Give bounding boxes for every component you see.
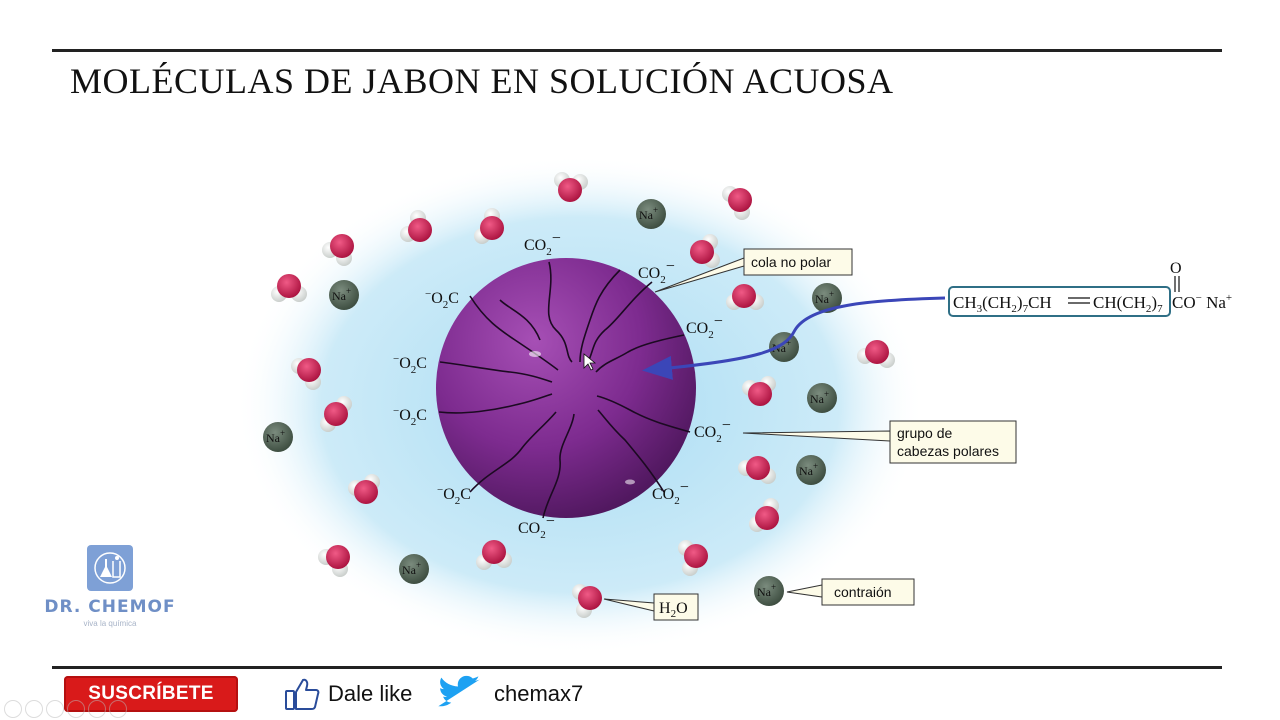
- water-molecule: [318, 545, 350, 577]
- water-molecule: [322, 234, 354, 266]
- zoom-icon[interactable]: [88, 700, 106, 718]
- svg-text:Na+: Na+: [639, 205, 658, 222]
- callout-polar-heads: grupo de cabezas polares: [742, 420, 1017, 464]
- soap-formula: CH3(CH2)7CH CH(CH2)7 CO− Na+ O: [948, 260, 1232, 317]
- callout-counterion-label: contraión: [834, 584, 892, 600]
- water-molecules: [271, 172, 895, 618]
- thumbs-up-icon: [285, 678, 320, 710]
- water-molecule: [400, 210, 432, 242]
- sodium-ion: Na+: [807, 383, 837, 413]
- water-molecule: [291, 358, 321, 390]
- water-molecule: [476, 540, 512, 570]
- carbonyl-oxygen: O: [1170, 260, 1182, 277]
- svg-text:Na+: Na+: [402, 560, 421, 577]
- co2-label: CO2−: [524, 230, 561, 258]
- sodium-ion: Na+: [636, 199, 666, 229]
- water-molecule: [738, 456, 776, 484]
- twitter-handle: chemax7: [494, 681, 584, 706]
- like-label: Dale like: [328, 681, 413, 706]
- callout-nonpolar-label: cola no polar: [751, 254, 832, 270]
- svg-text:Na+: Na+: [810, 389, 829, 406]
- mouse-cursor-icon: [583, 353, 597, 371]
- co2-label: CO2−: [518, 513, 555, 541]
- slides-grid-icon[interactable]: [67, 700, 85, 718]
- like-prompt: Dale like: [284, 676, 412, 712]
- svg-text:Na+: Na+: [815, 289, 834, 306]
- callout-water: H2O: [603, 593, 699, 621]
- double-bond: [1068, 297, 1090, 304]
- flask-icon: [87, 545, 133, 591]
- co2-label: CO2−: [652, 479, 689, 507]
- water-molecule: [722, 186, 752, 220]
- water-molecule: [749, 498, 779, 532]
- twitter-bird-icon: [438, 675, 481, 707]
- sodium-ion: Na+: [754, 576, 784, 606]
- sodium-ion: Na+: [769, 332, 799, 362]
- sodium-ion: Na+: [812, 283, 842, 313]
- co2-label: CO2−: [694, 417, 731, 445]
- sodium-ion: Na+: [329, 280, 359, 310]
- formula-text: CH3(CH2)7CH: [953, 293, 1052, 315]
- o2c-label: −O2C: [437, 484, 471, 507]
- sodium-ion: Na+: [399, 554, 429, 584]
- callout-nonpolar-tail: cola no polar: [654, 248, 853, 293]
- carboxylate-text: CO− Na+: [1172, 292, 1232, 312]
- water-molecule: [857, 340, 895, 368]
- water-molecule: [348, 474, 380, 504]
- callout-water-label: H2O: [659, 600, 688, 620]
- callout-polar-line2: cabezas polares: [897, 443, 999, 459]
- svg-text:Na+: Na+: [799, 461, 818, 478]
- svg-text:Na+: Na+: [332, 286, 351, 303]
- more-options-icon[interactable]: [109, 700, 127, 718]
- callout-polar-line1: grupo de: [897, 425, 952, 441]
- pen-tool-icon[interactable]: [46, 700, 64, 718]
- water-molecule: [690, 234, 720, 268]
- brand-logo: DR. CHEMOF viva la química: [40, 545, 180, 628]
- brand-name: DR. CHEMOF: [44, 597, 176, 617]
- svg-text:Na+: Na+: [757, 582, 776, 599]
- formula-text-right: CH(CH2)7: [1093, 293, 1163, 315]
- callout-counterion: contraión: [786, 578, 915, 606]
- svg-text:Na+: Na+: [266, 428, 285, 445]
- water-molecule: [474, 208, 504, 244]
- top-rule: [52, 49, 1222, 52]
- nonpolar-tails: [438, 261, 691, 519]
- next-slide-icon[interactable]: [25, 700, 43, 718]
- o2c-label: −O2C: [393, 353, 427, 376]
- micelle-sphere: [436, 258, 696, 519]
- co2-label: CO2−: [638, 258, 675, 286]
- carbonyl-bond: [1174, 276, 1180, 292]
- water-molecule: [678, 540, 708, 576]
- water-molecule: [320, 396, 352, 432]
- water-molecule: [726, 284, 764, 310]
- twitter-handle-link[interactable]: chemax7: [438, 674, 583, 714]
- o2c-label: −O2C: [425, 288, 459, 311]
- prev-slide-icon[interactable]: [4, 700, 22, 718]
- o2c-label: −O2C: [393, 405, 427, 428]
- sodium-ion: Na+: [796, 455, 826, 485]
- water-molecule: [554, 172, 588, 202]
- slide-controls: [4, 700, 127, 718]
- slide-title: MOLÉCULAS DE JABON EN SOLUCIÓN ACUOSA: [70, 61, 894, 101]
- sodium-ions: Na+ Na+ Na+ Na+ Na+ Na+ Na+ Na+ Na+: [263, 199, 842, 606]
- brand-tagline: viva la química: [83, 619, 137, 628]
- water-molecule: [271, 274, 307, 302]
- water-molecule: [742, 376, 776, 406]
- water-molecule: [572, 584, 602, 618]
- bottom-rule: [52, 666, 1222, 669]
- co2-label: CO2−: [686, 313, 723, 341]
- tail-arrow: [642, 296, 946, 380]
- sodium-ion: Na+: [263, 422, 293, 452]
